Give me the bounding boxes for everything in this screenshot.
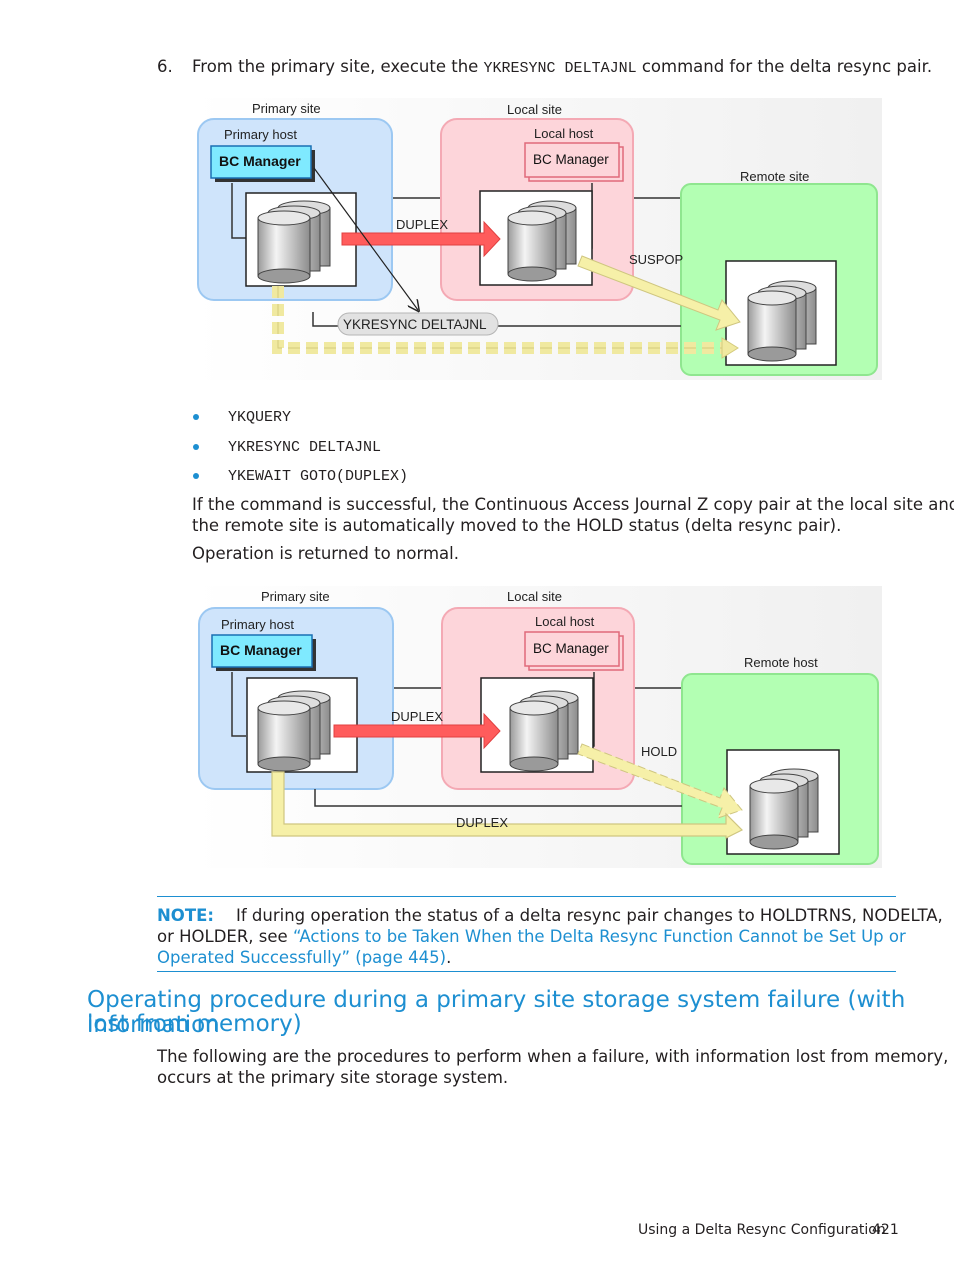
hold-arrow (577, 743, 743, 819)
note-link-continued[interactable]: Operated Successfully” (page 445) (157, 948, 447, 967)
delta-resync-diagram-after: Primary site Local site Remote host Prim… (192, 586, 882, 868)
command-arrow (313, 167, 418, 310)
bc-manager-primary (211, 634, 313, 668)
note-rule-top (157, 896, 896, 897)
duplex-arrow (341, 220, 501, 258)
section-heading-line-2: lost from memory) (87, 1011, 302, 1037)
command-bubble (337, 312, 499, 336)
bullet-dot (193, 444, 199, 450)
footer-title: Using a Delta Resync Configuration (638, 1222, 886, 1238)
section-para-line-1: The following are the procedures to perf… (157, 1047, 949, 1066)
duplex-arrow-bottom (271, 771, 744, 839)
remote-host-label: Remote host (744, 655, 818, 670)
disk-stack-local (507, 200, 577, 282)
local-site-label: Local site (507, 102, 562, 117)
duplex-label-top: DUPLEX (391, 709, 443, 724)
primary-site-label: Primary site (252, 101, 321, 116)
bc-manager-primary-label: BC Manager (219, 153, 301, 169)
hold-label: HOLD (641, 744, 677, 759)
duplex-label-bottom: DUPLEX (456, 815, 508, 830)
local-site-label: Local site (507, 589, 562, 604)
command-bubble-label: YKRESYNC DELTAJNL (343, 317, 487, 332)
suspop-label: SUSPOP (629, 252, 683, 267)
local-host-label: Local host (534, 126, 594, 141)
primary-host-label: Primary host (221, 617, 294, 632)
disk-stack-local (509, 690, 579, 772)
bullet-dot (193, 414, 199, 420)
note-label: NOTE: (157, 906, 214, 925)
local-host-label: Local host (535, 614, 595, 629)
note-line-1: NOTE:If during operation the status of a… (157, 906, 943, 925)
note-rule-bottom (157, 971, 896, 972)
note-line-3: Operated Successfully” (page 445). (157, 948, 452, 967)
disk-stack-primary (257, 200, 331, 284)
disk-stack-primary (257, 690, 331, 772)
note-link[interactable]: “Actions to be Taken When the Delta Resy… (292, 927, 906, 946)
duplex-arrow-top (333, 712, 501, 750)
step-text: From the primary site, execute the YKRES… (192, 57, 933, 77)
result-line-2: the remote site is automatically moved t… (192, 516, 842, 535)
page-number: 421 (872, 1222, 899, 1238)
operation-text: Operation is returned to normal. (192, 544, 459, 563)
primary-site-label: Primary site (261, 589, 330, 604)
note-line-2: or HOLDER, see “Actions to be Taken When… (157, 927, 906, 946)
suspop-arrow (577, 255, 741, 331)
bullet-dot (193, 473, 199, 479)
primary-host-label: Primary host (224, 127, 297, 142)
disk-stack-remote (747, 280, 817, 362)
bc-manager-primary-label: BC Manager (220, 642, 302, 658)
section-heading-line-1: Operating procedure during a primary sit… (87, 987, 906, 1038)
bullet-item: YKEWAIT GOTO(DUPLEX) (228, 468, 409, 485)
disk-stack-remote (749, 768, 819, 850)
bc-manager-local-label: BC Manager (533, 641, 609, 656)
step-number: 6. (157, 57, 173, 76)
remote-site-label: Remote site (740, 169, 809, 184)
delta-resync-diagram-before: Primary site Local site Remote site Prim… (192, 98, 882, 380)
step-command: YKRESYNC DELTAJNL (483, 60, 637, 77)
bc-manager-primary (210, 145, 312, 179)
duplex-label: DUPLEX (396, 217, 448, 232)
bc-manager-local-label: BC Manager (533, 152, 609, 167)
bullet-item: YKQUERY (228, 409, 292, 426)
section-para-line-2: occurs at the primary site storage syste… (157, 1068, 509, 1087)
result-line-1: If the command is successful, the Contin… (192, 495, 954, 514)
bullet-item: YKRESYNC DELTAJNL (228, 439, 382, 456)
